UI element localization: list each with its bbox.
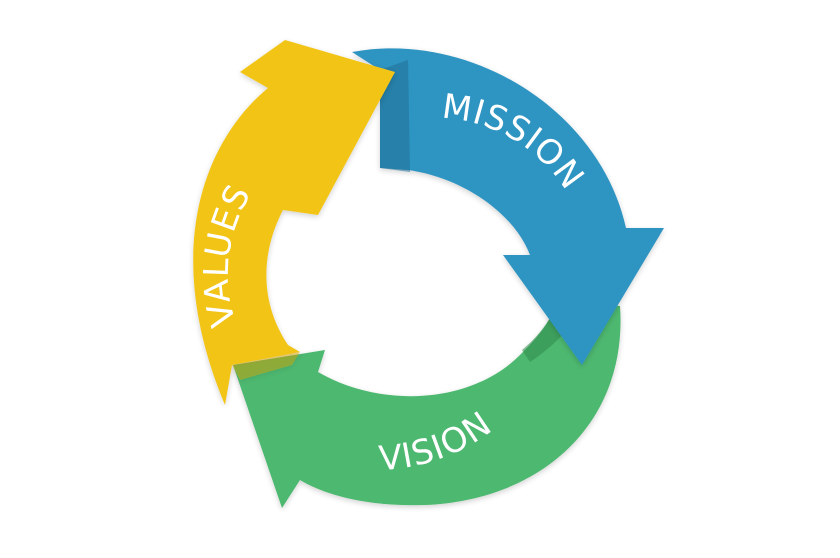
mission-arrow-body [352,48,664,365]
mission-arrow-shade [380,60,410,172]
values-arrow-shade [232,352,300,380]
mission-arrow [352,48,664,365]
values-arrow-body [193,40,395,405]
values-arrow [193,40,395,405]
